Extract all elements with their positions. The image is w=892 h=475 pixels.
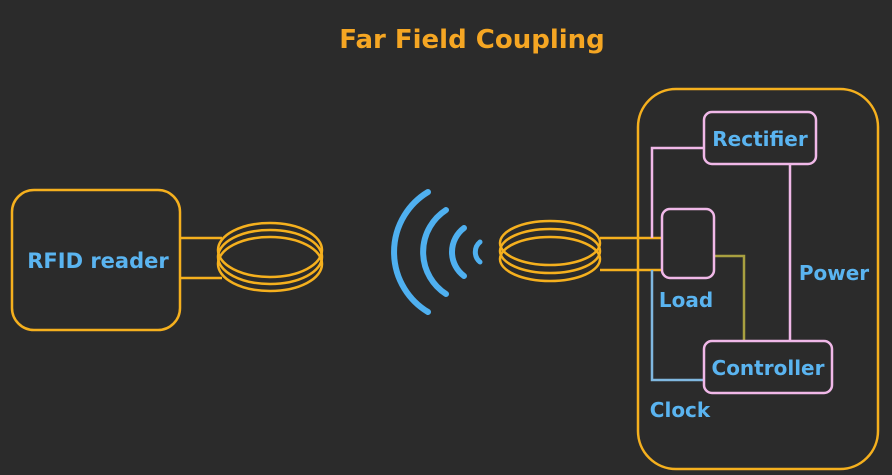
power-wiring — [650, 146, 792, 341]
load-controller-link — [714, 254, 746, 341]
tag-antenna-leads — [600, 236, 662, 272]
controller-label: Controller — [712, 356, 825, 380]
load-label: Load — [659, 288, 713, 312]
controller-box — [702, 339, 834, 395]
rfid-reader-label: RFID reader — [27, 249, 169, 273]
reader-antenna-leads — [180, 236, 222, 280]
rfid-tag-enclosure — [636, 87, 880, 471]
load-box — [660, 207, 716, 280]
clock-label: Clock — [650, 398, 711, 422]
rfid-reader-box — [10, 188, 182, 332]
radio-wave-icon — [391, 189, 483, 315]
rectifier-box — [702, 110, 818, 166]
diagram-title: Far Field Coupling — [339, 25, 605, 55]
reader-coil-icon — [216, 221, 324, 293]
clock-wiring — [650, 270, 704, 382]
rectifier-label: Rectifier — [712, 127, 808, 151]
tag-coil-icon — [498, 219, 602, 283]
power-label: Power — [799, 261, 869, 285]
